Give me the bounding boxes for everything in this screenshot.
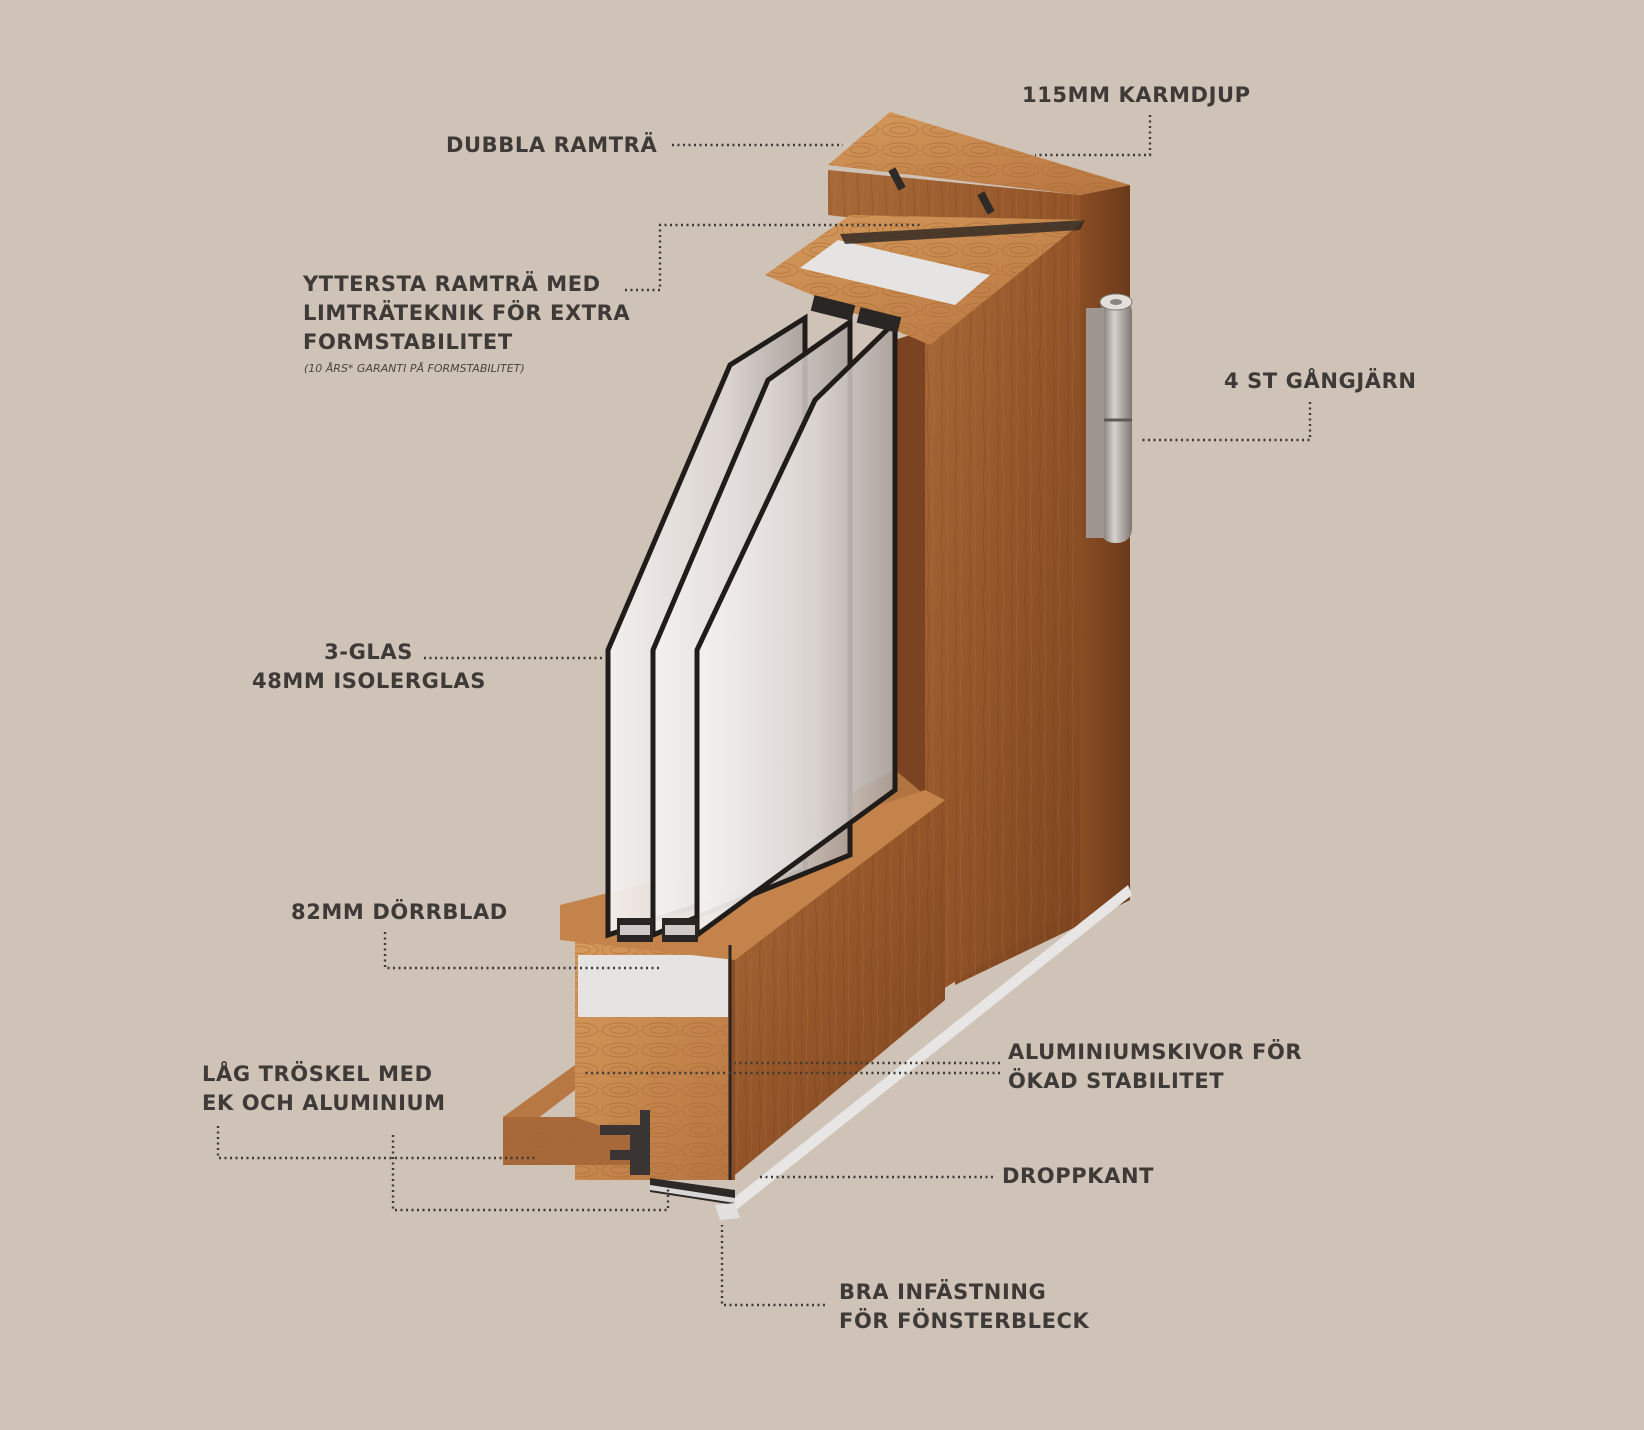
- label-karmdjup: 115MM KARMDJUP: [1022, 83, 1251, 107]
- label-troskel: LÅG TRÖSKEL MED EK OCH ALUMINIUM: [202, 1060, 446, 1118]
- glass-spacer: [810, 295, 856, 321]
- label-glas-line1: 3-GLAS: [324, 640, 413, 664]
- leader-dorrblad: [383, 932, 660, 970]
- glass-spacer: [856, 307, 902, 333]
- label-infastning-line2: FÖR FÖNSTERBLECK: [839, 1309, 1090, 1333]
- label-infastning-line1: BRA INFÄSTNING: [839, 1280, 1047, 1304]
- drip-edge-light: [650, 1185, 735, 1203]
- leader-troskel-a: [216, 1126, 535, 1160]
- label-aluminiumskivor-line1: ALUMINIUMSKIVOR FÖR: [1008, 1040, 1303, 1064]
- label-droppkant: DROPPKANT: [1002, 1164, 1155, 1188]
- label-dorrblad: 82MM DÖRRBLAD: [291, 900, 508, 924]
- triple-glazing: [605, 295, 902, 942]
- leaf-top-insulation: [800, 240, 990, 305]
- sill-flashing-mount: [715, 1203, 740, 1220]
- leaf-glass-rebate-side: [895, 330, 925, 800]
- frame-groove: [888, 167, 906, 191]
- label-dubbla-ramtra: DUBBLA RAMTRÄ: [446, 133, 658, 157]
- label-yttersta-ramtra: YTTERSTA RAMTRÄ MED LIMTRÄTEKNIK FÖR EXT…: [303, 270, 630, 357]
- threshold: [503, 1065, 740, 1220]
- label-gangjarn: 4 ST GÅNGJÄRN: [1224, 369, 1417, 393]
- label-yttersta-note: (10 ÅRS* GARANTI PÅ FORMSTABILITET): [304, 362, 525, 375]
- leader-infastning: [720, 1225, 825, 1307]
- label-yttersta-line2: LIMTRÄTEKNIK FÖR EXTRA: [303, 301, 631, 325]
- hinge: [1086, 293, 1133, 543]
- leader-gangjarn: [1140, 402, 1312, 442]
- glass-pane-inner: [694, 316, 898, 940]
- threshold-aluminium-profile: [600, 1110, 650, 1175]
- label-yttersta-line1: YTTERSTA RAMTRÄ MED: [303, 272, 601, 296]
- leader-karmdjup: [1035, 115, 1152, 157]
- label-infastning: BRA INFÄSTNING FÖR FÖNSTERBLECK: [839, 1278, 1089, 1336]
- label-glas-line2: 48MM ISOLERGLAS: [251, 669, 486, 693]
- door-leaf: [560, 215, 1085, 1180]
- label-aluminiumskivor-line2: ÖKAD STABILITET: [1008, 1069, 1225, 1093]
- label-yttersta-line3: FORMSTABILITET: [303, 330, 513, 354]
- label-troskel-line1: LÅG TRÖSKEL MED: [202, 1062, 433, 1086]
- frame-bottom-aluminium-strip: [725, 885, 1132, 1215]
- label-troskel-line2: EK OCH ALUMINIUM: [202, 1091, 446, 1115]
- leaf-bottom-insulation: [578, 955, 728, 1017]
- frame-groove: [977, 191, 995, 215]
- label-aluminiumskivor: ALUMINIUMSKIVOR FÖR ÖKAD STABILITET: [1008, 1038, 1302, 1096]
- label-3-glas: 3-GLAS 48MM ISOLERGLAS: [250, 638, 486, 696]
- leader-yttersta: [625, 223, 920, 292]
